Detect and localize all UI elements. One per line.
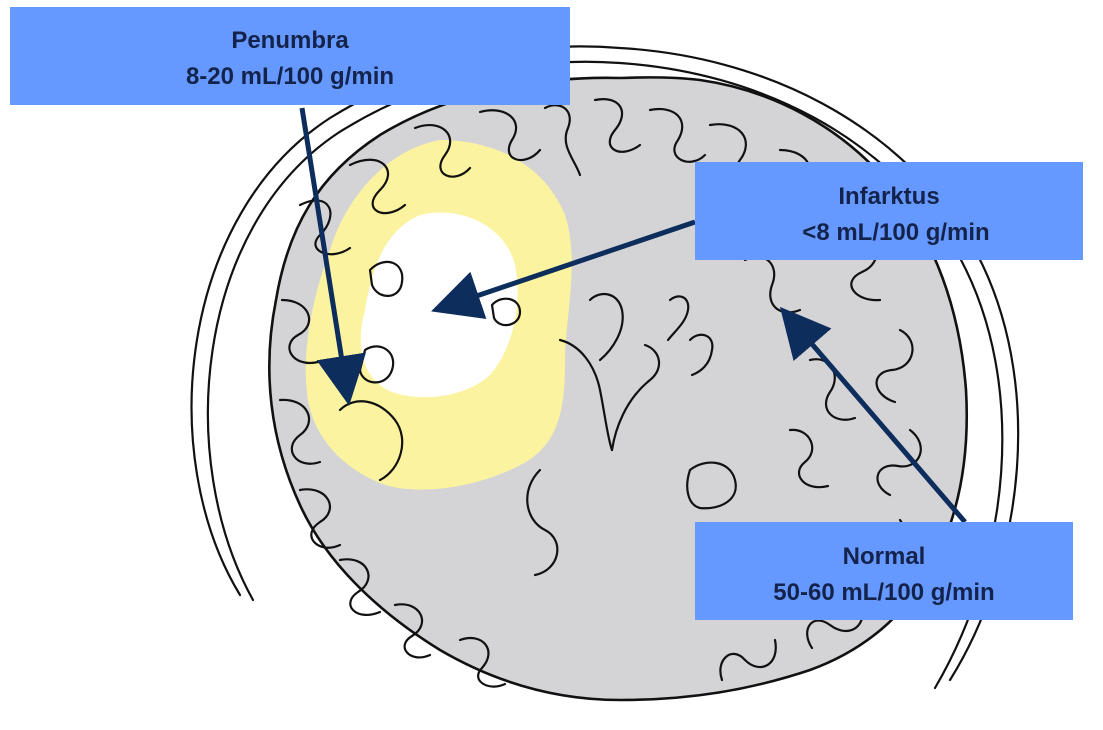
infarktus-title: Infarktus	[695, 179, 1083, 215]
normal-title: Normal	[695, 539, 1073, 575]
penumbra-label: Penumbra 8-20 mL/100 g/min	[10, 7, 570, 105]
normal-label: Normal 50-60 mL/100 g/min	[695, 522, 1073, 620]
infarktus-label: Infarktus <8 mL/100 g/min	[695, 162, 1083, 260]
penumbra-title: Penumbra	[10, 23, 570, 59]
normal-value: 50-60 mL/100 g/min	[695, 575, 1073, 611]
infarktus-value: <8 mL/100 g/min	[695, 215, 1083, 251]
penumbra-value: 8-20 mL/100 g/min	[10, 59, 570, 95]
